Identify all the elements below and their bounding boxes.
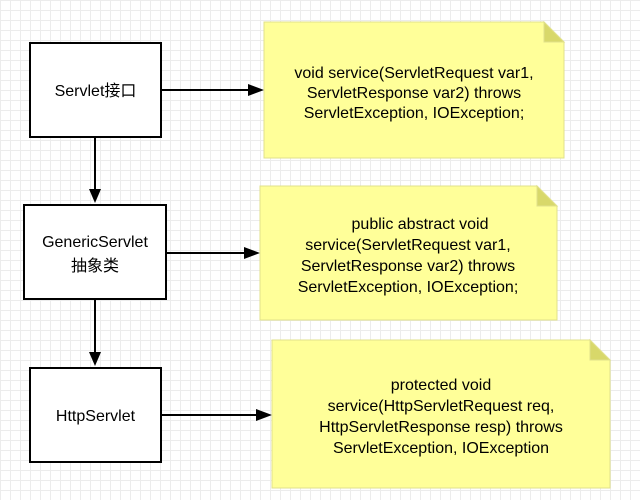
note-line: ServletException, IOException: [333, 440, 549, 457]
arrow-servlet-to-generic: [89, 137, 101, 203]
note-line: ServletException, IOException;: [298, 279, 519, 296]
generic-servlet-node: GenericServlet 抽象类: [23, 204, 167, 300]
note-line: void service(ServletRequest var1,: [294, 65, 533, 82]
note-line: ServletResponse var2) throws: [301, 258, 515, 275]
note-line: service(ServletRequest var1,: [305, 237, 510, 254]
arrow-http-to-note: [161, 409, 272, 421]
note-line: HttpServletResponse resp) throws: [319, 419, 563, 436]
servlet-interface-node: Servlet接口: [29, 42, 162, 138]
http-servlet-node: HttpServlet: [29, 367, 162, 463]
note-line: ServletResponse var2) throws: [307, 85, 521, 102]
servlet-service-note: void service(ServletRequest var1, Servle…: [263, 20, 566, 159]
arrow-servlet-to-note: [161, 84, 264, 96]
generic-servlet-sublabel: 抽象类: [71, 257, 119, 275]
arrow-generic-to-http: [89, 299, 101, 366]
generic-servlet-label: GenericServlet: [42, 234, 148, 251]
http-servlet-label: HttpServlet: [56, 408, 136, 425]
generic-servlet-service-note: public abstract void service(ServletRequ…: [259, 184, 559, 321]
note-line: public abstract void: [352, 216, 489, 233]
arrow-generic-to-note: [166, 247, 260, 259]
note-line: service(HttpServletRequest req,: [328, 398, 555, 415]
note-line: protected void: [391, 377, 492, 394]
servlet-interface-label: Servlet接口: [55, 82, 137, 100]
note-line: ServletException, IOException;: [304, 105, 525, 122]
http-servlet-service-note: protected void service(HttpServletReques…: [271, 338, 612, 489]
